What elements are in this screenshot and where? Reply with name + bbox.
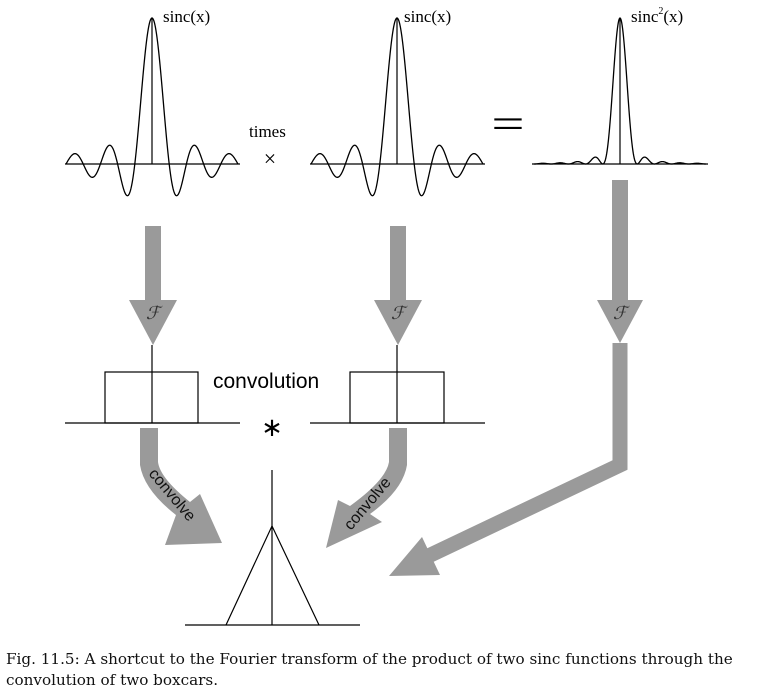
equals-symbol: = bbox=[491, 101, 524, 148]
fourier-symbol-right: ℱ bbox=[613, 303, 630, 323]
sinc2-label-argument: (x) bbox=[663, 7, 683, 26]
figure-caption: Fig. 11.5: A shortcut to the Fourier tra… bbox=[6, 649, 768, 691]
convolve-arrow-middle: convolve bbox=[326, 428, 407, 548]
times-symbol: × bbox=[264, 146, 276, 171]
fourier-arrow-left: ℱ bbox=[129, 226, 177, 345]
sinc-left-label: sinc(x) bbox=[163, 7, 210, 26]
sinc-plot-middle: sinc(x) bbox=[310, 7, 485, 197]
sinc2-label: sinc2(x) bbox=[631, 6, 683, 26]
sinc-left-curve bbox=[65, 17, 239, 197]
sinc2-curve bbox=[534, 17, 706, 165]
sinc-mid-curve bbox=[310, 17, 484, 197]
caption-line-2: convolution of two boxcars. bbox=[6, 671, 219, 689]
fourier-arrow-right: ℱ bbox=[389, 180, 643, 576]
boxcar-middle bbox=[310, 345, 485, 424]
convolution-symbol: ∗ bbox=[261, 412, 283, 442]
sinc2-label-base: sinc bbox=[631, 7, 659, 26]
times-label: times bbox=[249, 122, 286, 141]
convolution-label: convolution bbox=[213, 370, 319, 393]
triangle-result bbox=[185, 470, 360, 626]
convolve-label-left: convolve bbox=[145, 466, 199, 525]
triangle-shape bbox=[225, 524, 320, 626]
sinc-squared-plot: sinc2(x) bbox=[532, 6, 708, 165]
fourier-arrow-middle: ℱ bbox=[374, 226, 422, 345]
sinc2-label-exponent: 2 bbox=[658, 6, 663, 17]
convolve-arrow-left: convolve bbox=[140, 428, 222, 545]
boxcar-left bbox=[65, 345, 240, 424]
caption-line-1: Fig. 11.5: A shortcut to the Fourier tra… bbox=[6, 650, 733, 668]
sinc-plot-left: sinc(x) bbox=[65, 7, 240, 197]
fourier-symbol-mid: ℱ bbox=[391, 303, 408, 323]
sinc-mid-label: sinc(x) bbox=[404, 7, 451, 26]
fourier-symbol-left: ℱ bbox=[146, 303, 163, 323]
fourier-convolution-diagram: sinc(x) sinc(x) sinc2(x) times × = ℱ ℱ ℱ bbox=[65, 6, 708, 626]
